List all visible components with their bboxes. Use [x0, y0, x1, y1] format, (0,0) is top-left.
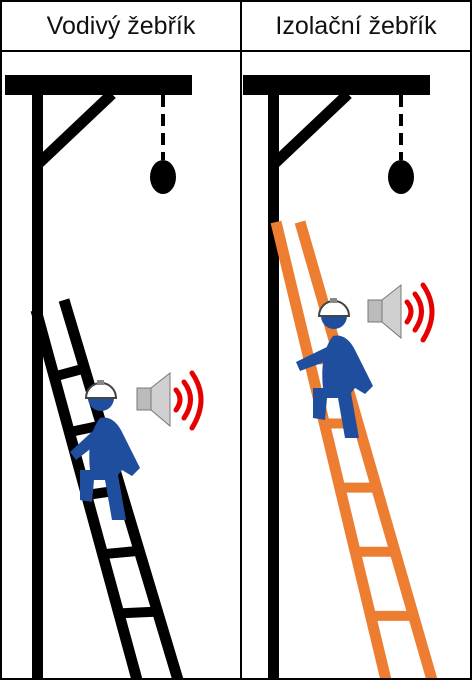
lamp-icon — [388, 95, 414, 194]
ladder-rung — [54, 368, 84, 376]
brace-left — [37, 94, 112, 165]
speaker-icon — [368, 285, 432, 340]
post-left — [32, 93, 43, 680]
worker-left — [70, 380, 140, 520]
crossbeam-left — [5, 75, 192, 95]
ladder-rung — [119, 612, 158, 614]
brace-right — [273, 94, 348, 165]
post-right — [268, 93, 279, 680]
crossbeam-right — [243, 75, 430, 95]
ladder-rung — [103, 551, 140, 554]
lamp-icon — [150, 95, 176, 194]
ladder-insulating — [276, 222, 432, 680]
speaker-icon — [137, 373, 201, 428]
